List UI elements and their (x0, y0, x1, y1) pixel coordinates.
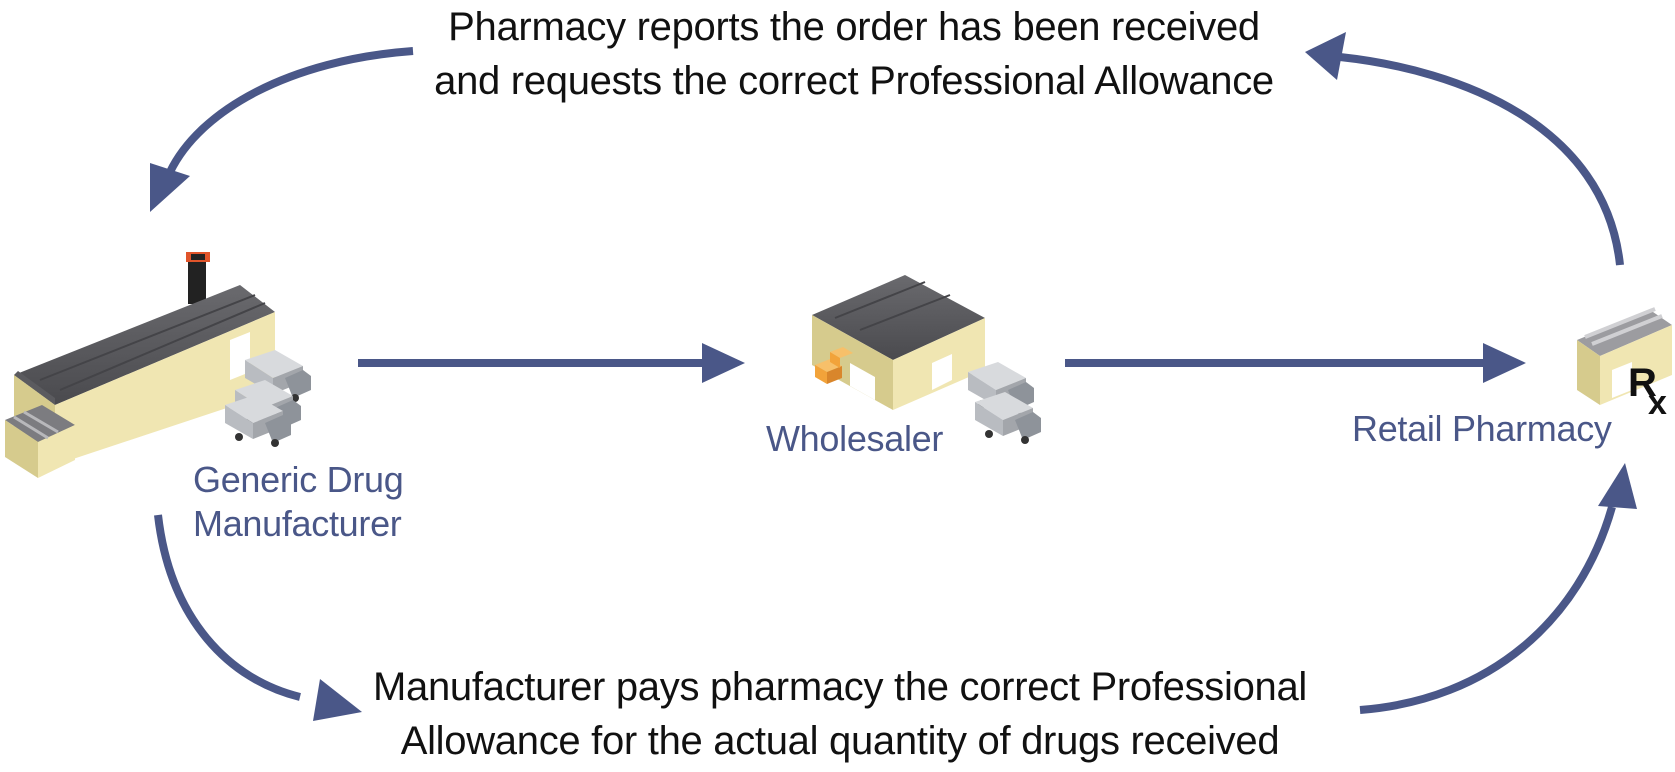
label-wholesaler: Wholesaler (766, 417, 943, 461)
label-generic-drug-manufacturer: Generic Drug Manufacturer (193, 458, 404, 546)
arrow-wholesaler-to-pharmacy (1065, 343, 1526, 383)
caption-top-line1: Pharmacy reports the order has been rece… (448, 5, 1260, 49)
factory-icon (5, 252, 275, 478)
caption-pharmacy-report: Pharmacy reports the order has been rece… (414, 0, 1294, 108)
label-wholesaler-text: Wholesaler (766, 418, 944, 459)
label-manufacturer-line2: Manufacturer (193, 503, 402, 544)
arrow-manufacturer-to-wholesaler (358, 343, 745, 383)
rx-subscript: x (1648, 384, 1667, 422)
warehouse-icon (812, 275, 985, 410)
caption-bottom-line2: Allowance for the actual quantity of dru… (400, 719, 1280, 763)
caption-bottom-line1: Manufacturer pays pharmacy the correct P… (372, 665, 1308, 709)
truck-icon (968, 362, 1041, 444)
label-pharmacy-text: Retail Pharmacy (1352, 408, 1612, 449)
pharmacy-icon: R x (1577, 307, 1672, 422)
caption-top-line2: and requests the correct Professional Al… (434, 59, 1274, 103)
boxes-icon (815, 347, 853, 384)
arrow-pharmacy-to-manufacturer (150, 32, 1624, 266)
truck-icon (225, 350, 311, 447)
label-retail-pharmacy: Retail Pharmacy (1352, 407, 1612, 451)
rx-symbol: R (1628, 361, 1657, 405)
label-manufacturer-line1: Generic Drug (193, 459, 404, 500)
arrow-manufacturer-to-pharmacy (154, 463, 1637, 721)
caption-manufacturer-payment: Manufacturer pays pharmacy the correct P… (370, 660, 1310, 768)
